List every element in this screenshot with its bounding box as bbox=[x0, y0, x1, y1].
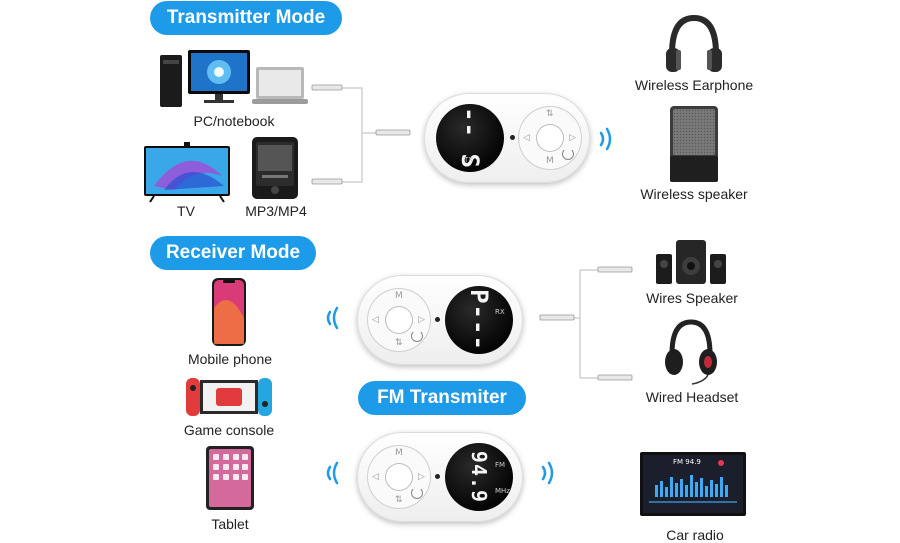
headphone-icon bbox=[665, 319, 717, 385]
fm-transmitter-device: M ◁ ▷ ⇅ 94.9 FM MHz bbox=[357, 432, 523, 522]
wave-icon bbox=[599, 127, 612, 151]
fm-tag: FM bbox=[495, 461, 506, 469]
mode-icon[interactable]: M bbox=[546, 156, 554, 166]
speaker-icon bbox=[670, 106, 718, 182]
wave-icon bbox=[326, 306, 339, 330]
fm-unit: MHz bbox=[495, 487, 510, 495]
tx-tag: TX bbox=[464, 156, 474, 164]
fm-transmitter-title: FM Transmiter bbox=[358, 381, 526, 415]
tv-icon bbox=[144, 142, 230, 203]
mode-icon[interactable]: M bbox=[395, 291, 403, 301]
wires-speaker-label: Wires Speaker bbox=[646, 290, 738, 306]
control-pad[interactable]: ⇅ ◁ ▷ M bbox=[518, 106, 582, 170]
power-button[interactable] bbox=[536, 124, 574, 160]
left-arrow-icon[interactable]: ◁ bbox=[372, 472, 379, 482]
wave-icon bbox=[541, 461, 554, 485]
control-pad[interactable]: M ◁ ▷ ⇅ bbox=[367, 288, 431, 352]
power-icon bbox=[562, 148, 574, 160]
led-dot bbox=[435, 317, 440, 322]
control-pad[interactable]: M ◁ ▷ ⇅ bbox=[367, 445, 431, 509]
headphone-icon bbox=[666, 14, 722, 72]
led-dot bbox=[510, 135, 515, 140]
power-icon bbox=[411, 330, 423, 342]
pc-icon bbox=[160, 50, 308, 107]
rx-tag: RX bbox=[495, 308, 505, 316]
left-arrow-icon[interactable]: ◁ bbox=[523, 133, 530, 143]
right-arrow-icon[interactable]: ▷ bbox=[569, 133, 576, 143]
up-arrow-icon[interactable]: ⇅ bbox=[395, 495, 403, 505]
transmitter-device: -- S TX ⇅ ◁ ▷ M bbox=[424, 93, 590, 183]
mode-icon[interactable]: M bbox=[395, 448, 403, 458]
power-button[interactable] bbox=[385, 306, 423, 342]
right-arrow-icon[interactable]: ▷ bbox=[418, 472, 425, 482]
phone-icon bbox=[212, 278, 246, 346]
wave-icon bbox=[326, 461, 339, 485]
up-arrow-icon[interactable]: ⇅ bbox=[395, 338, 403, 348]
power-icon bbox=[411, 487, 423, 499]
led-dot bbox=[435, 474, 440, 479]
fm-display: 94.9 FM MHz bbox=[445, 443, 513, 511]
fm-frequency: 94.9 bbox=[466, 450, 491, 504]
wireless-earphone-label: Wireless Earphone bbox=[634, 77, 754, 93]
up-arrow-icon[interactable]: ⇅ bbox=[546, 109, 554, 119]
mp3-mp4-label: MP3/MP4 bbox=[245, 203, 307, 219]
car-radio-icon: FM 94.9 bbox=[640, 452, 746, 516]
receiver-display: P--- RX bbox=[445, 286, 513, 354]
tv-label: TV bbox=[177, 203, 195, 219]
mobile-phone-label: Mobile phone bbox=[187, 351, 273, 367]
transmitter-mode-title: Transmitter Mode bbox=[150, 1, 342, 35]
car-radio-screen-text: FM 94.9 bbox=[673, 458, 701, 466]
mp3-icon bbox=[252, 137, 298, 199]
receiver-device: M ◁ ▷ ⇅ P--- RX bbox=[357, 275, 523, 365]
receiver-mode-title: Receiver Mode bbox=[150, 236, 316, 270]
tablet-icon bbox=[206, 446, 254, 510]
pc-notebook-label: PC/notebook bbox=[193, 113, 275, 129]
wired-headset-label: Wired Headset bbox=[645, 389, 739, 405]
tablet-label: Tablet bbox=[211, 516, 249, 532]
power-button[interactable] bbox=[385, 463, 423, 499]
speaker-icon bbox=[656, 240, 726, 284]
transmitter-display: -- S TX bbox=[436, 104, 504, 172]
receiver-readout: P--- bbox=[464, 289, 493, 351]
game-console-label: Game console bbox=[183, 422, 275, 438]
right-arrow-icon[interactable]: ▷ bbox=[418, 315, 425, 325]
left-arrow-icon[interactable]: ◁ bbox=[372, 315, 379, 325]
wireless-speaker-label: Wireless speaker bbox=[640, 186, 748, 202]
gamepad-icon bbox=[186, 378, 272, 416]
car-radio-label: Car radio bbox=[666, 527, 724, 543]
